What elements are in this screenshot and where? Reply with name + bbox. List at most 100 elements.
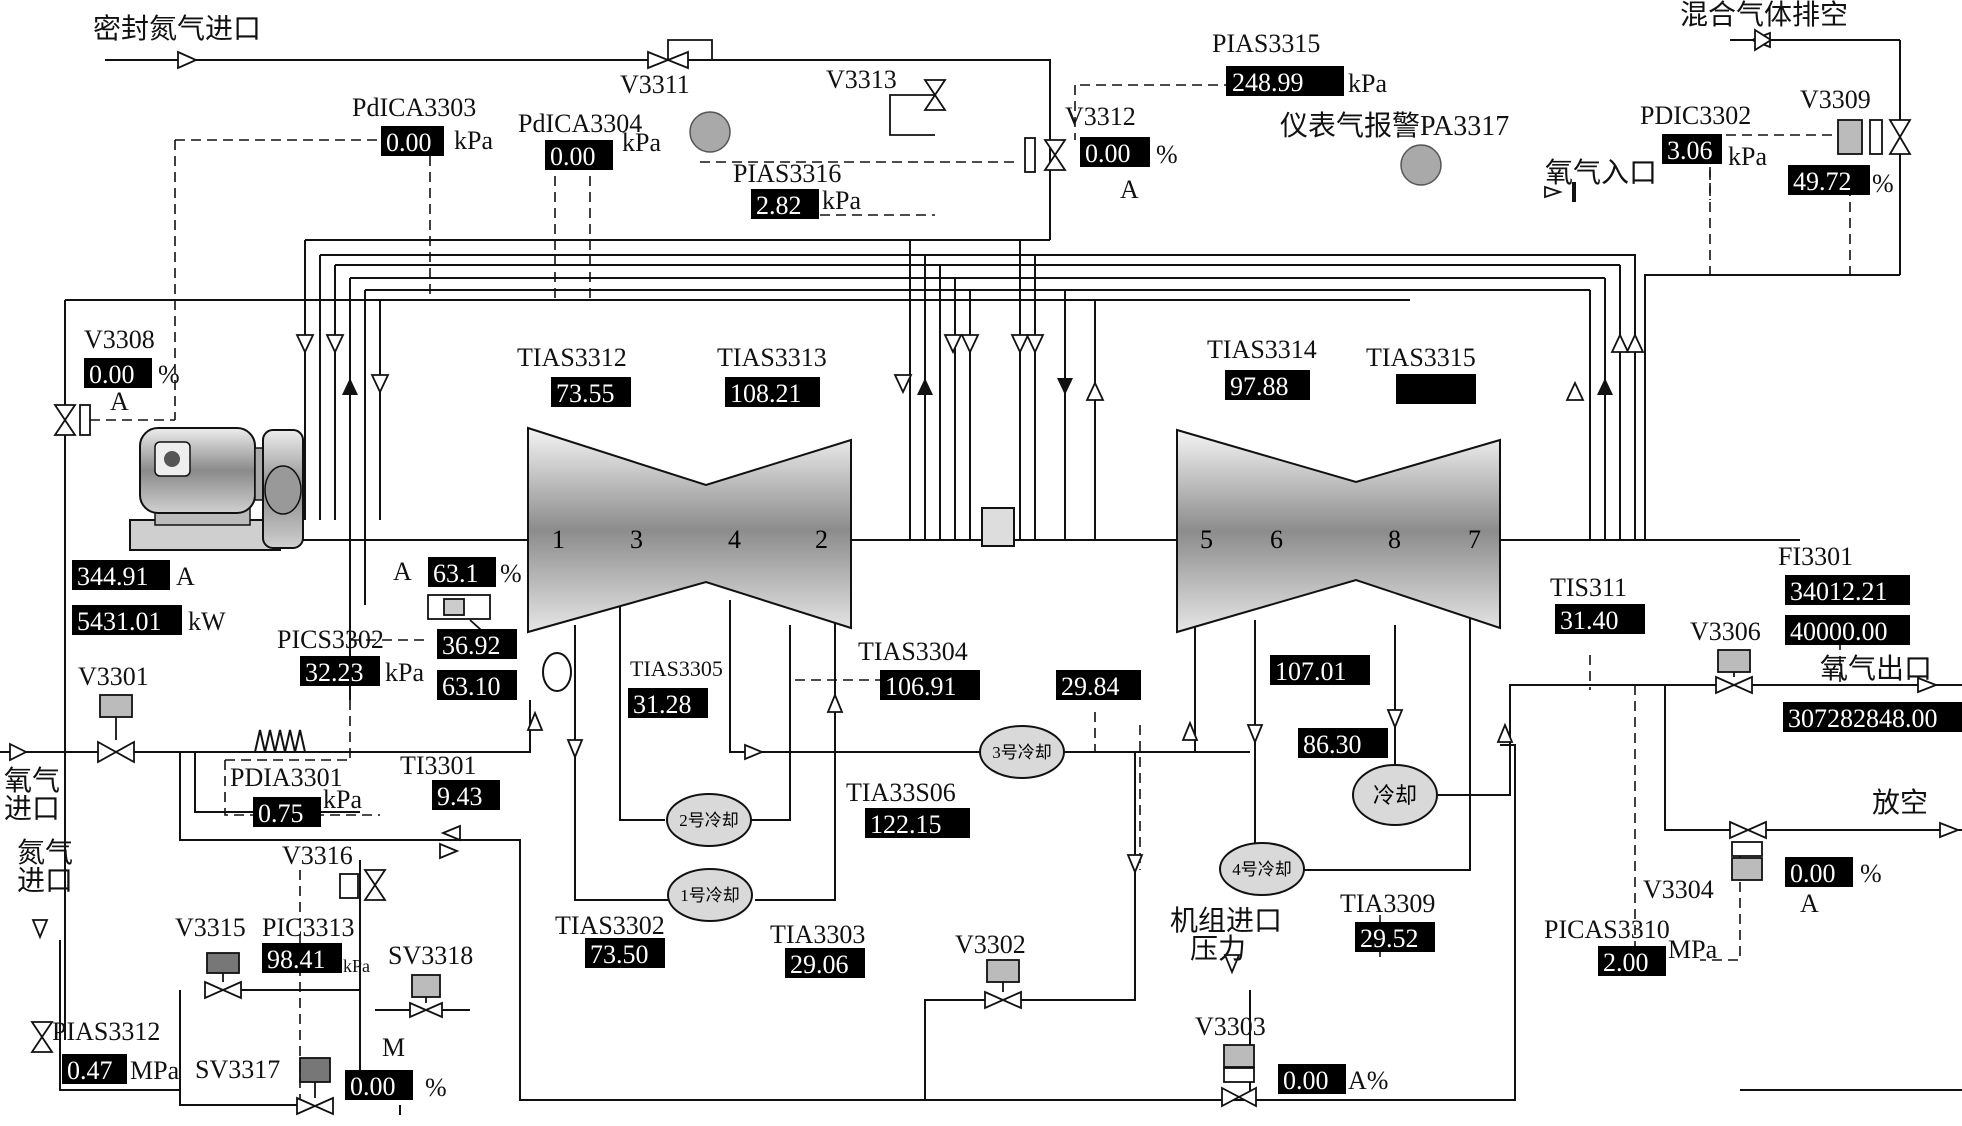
valve-V3304[interactable] [1729,820,1767,881]
readout-PdICA3304: 0.00 [545,140,613,171]
mixed-gas-vent-label: 混合气体排空 [1680,0,1848,31]
tag-TIAS3314: TIAS3314 [1207,335,1317,364]
tag-TIAS3315: TIAS3315 [1366,343,1476,372]
o2-outlet-label: 氧气出口 [1820,653,1932,685]
readout-PIAS3315: 248.99 [1226,66,1344,97]
tag-PdICA3304: PdICA3304 [518,109,642,138]
motor [129,427,304,551]
cooler-5-label: 冷却 [1373,783,1417,808]
tag-PIC3313: PIC3313 [262,913,354,942]
stage-1-label: 1 [552,525,565,554]
stage-6-label: 6 [1270,525,1283,554]
readout-TIS311: 31.40 [1555,604,1645,635]
readout-FI3301-b: 40000.00 [1785,615,1910,646]
flow-arrows [9,28,1961,975]
unit-PDIA3301: kPa [323,785,362,814]
cooler-1[interactable]: 1号冷却 [667,868,753,922]
value-PdICA3304: 0.00 [550,142,596,171]
value-V3308: 0.00 [89,360,135,389]
unit-PdICA3303: kPa [454,126,493,155]
unit-V3309: % [1872,169,1894,198]
value-SV3317: 0.00 [350,1072,396,1101]
o2-inlet-label: 氧气入口 [1545,157,1657,189]
value-PIAS3315: 248.99 [1232,68,1304,97]
unit-V3312-A: A [1120,175,1139,204]
readout-TI3301: 9.43 [432,780,500,811]
readout-right-temp1: 107.01 [1270,655,1370,686]
unit-V3303: A% [1348,1066,1388,1095]
valve-V3316[interactable] [339,869,387,901]
cooler-2[interactable]: 2号冷却 [666,793,752,847]
value-PICAS3310: 2.00 [1603,948,1649,977]
valve-V3306[interactable] [1715,649,1753,695]
stage-7-label: 7 [1468,525,1481,554]
seal-n2-inlet-label: 密封氮气进口 [93,13,261,45]
readout-TIA33S06: 122.15 [865,808,970,839]
value-TIAS3304: 106.91 [885,672,957,701]
nitrogen-inlet-label-2: 进口 [17,866,73,897]
readout-TIA3303: 29.06 [785,948,865,979]
alarm-lamp-PA3317[interactable] [1400,144,1442,186]
unit-SV3317-pct: % [425,1073,447,1102]
valve-SV3317[interactable] [296,1057,334,1116]
value-TIAS3305: 31.28 [633,690,692,719]
tag-TIAS3305: TIAS3305 [630,656,723,681]
unit-V3304-A: A [1800,889,1819,918]
valve-V3313[interactable] [889,79,947,136]
unit-motor-power: kW [188,607,226,636]
valve-V3315[interactable] [204,952,242,1000]
readout-TIAS3302: 73.50 [585,938,665,969]
readout-TIAS3304: 106.91 [880,670,980,701]
value-PIAS3316: 2.82 [756,191,802,220]
stage-3-label: 3 [630,525,643,554]
value-A2: 36.92 [442,631,501,660]
tag-PICAS3310: PICAS3310 [1544,915,1670,944]
valve-V3301[interactable] [97,694,135,764]
value-right-temp1: 107.01 [1275,657,1347,686]
cooler-3[interactable]: 3号冷却 [979,725,1065,779]
valve-SV3318[interactable] [409,974,443,1019]
valve-V3309[interactable] [1837,119,1912,155]
coupling [981,507,1015,547]
vent-label: 放空 [1872,787,1928,819]
valve-V3311[interactable] [647,39,713,70]
control-actuator-A[interactable] [427,594,501,648]
valve-PIAS3312[interactable] [30,1021,54,1053]
unit-SV3317-M: M [382,1033,405,1062]
tag-PIAS3316: PIAS3316 [733,159,841,188]
readout-PICAS3310: 2.00 [1598,946,1666,977]
value-V3309: 49.72 [1793,167,1852,196]
readout-V3303: 0.00 [1278,1064,1346,1095]
readout-V3308: 0.00 [84,358,152,389]
valve-label-V3301: V3301 [78,662,149,691]
readout-TIAS3312: 73.55 [551,377,631,408]
readout-A1: 63.1 [428,557,496,588]
readout-TIAS3313: 108.21 [725,377,820,408]
readout-PdICA3303: 0.00 [381,126,444,157]
tag-TIA33S06: TIA33S06 [846,778,956,807]
unit-A1-A: A [393,557,412,586]
valve-V3302[interactable] [984,959,1022,1010]
value-FI3301-total: 307282848.00 [1788,704,1938,733]
unit-inlet-pressure-label-1: 机组进口 [1170,905,1282,937]
valve-label-V3311: V3311 [620,70,690,99]
cooler-4[interactable]: 4号冷却 [1219,842,1305,896]
value-PDIA3301: 0.75 [258,799,304,828]
readout-PIC3313: 98.41 [262,943,342,974]
valve-V3312[interactable] [1024,137,1067,173]
flow-arrows-filled [342,378,1613,395]
valves[interactable] [30,39,1912,1116]
valve-label-SV3317: SV3317 [195,1055,280,1084]
unit-motor-current: A [176,562,195,591]
value-V3304: 0.00 [1790,859,1836,888]
cooler-5[interactable]: 冷却 [1352,764,1438,826]
valve-V3308[interactable] [53,404,91,436]
tag-PICS3302: PICS3302 [277,625,384,654]
readout-V3309: 49.72 [1788,165,1870,196]
value-PDIC3302: 3.06 [1667,136,1713,165]
valve-V3303[interactable] [1221,1044,1257,1108]
readout-A2: 36.92 [437,629,517,660]
alarm-lamp-left[interactable] [689,111,731,153]
value-TIA3309: 29.52 [1360,924,1419,953]
